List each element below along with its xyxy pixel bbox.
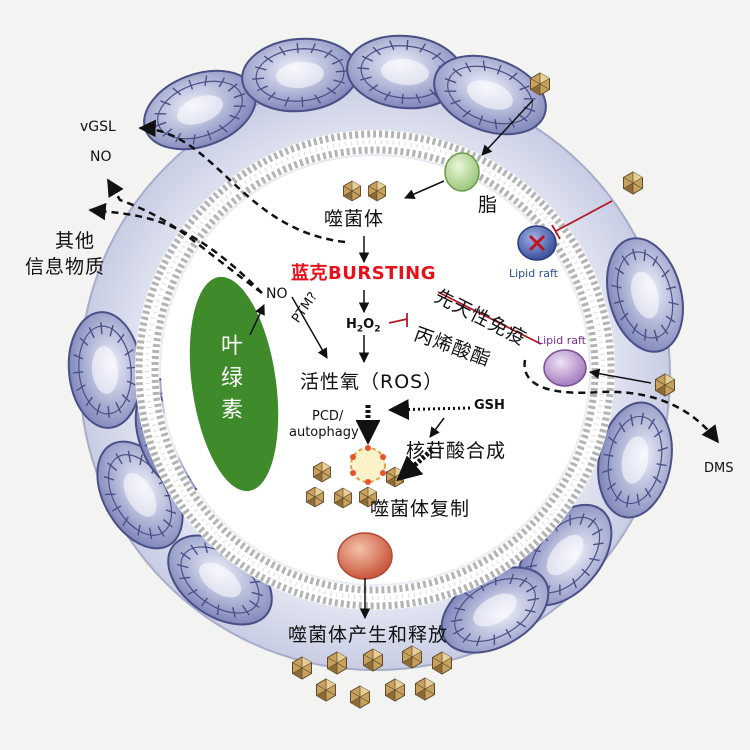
label-ros: 活性氧（ROS） bbox=[300, 371, 444, 393]
label-lipid-raft-top: Lipid raft bbox=[509, 267, 558, 280]
label-other-signals-line1: 其他 bbox=[55, 230, 96, 252]
gsh-arrow bbox=[387, 399, 471, 421]
label-no-top: NO bbox=[90, 149, 112, 165]
label-nucleotide-synthesis: 核苷酸合成 bbox=[406, 440, 507, 462]
solid-arrows bbox=[249, 99, 652, 620]
capsid-assembly bbox=[350, 445, 386, 485]
label-lipid-raft-mid: Lipid raft bbox=[537, 334, 586, 347]
lipid-raft-purple bbox=[543, 349, 587, 387]
label-dms: DMS bbox=[704, 461, 734, 476]
cytoplasm bbox=[161, 156, 589, 584]
label-chlorophyll-3: 素 bbox=[221, 398, 244, 423]
label-gsh: GSH bbox=[474, 398, 505, 413]
label-vgsl: vGSL bbox=[80, 119, 116, 135]
label-phage: 噬菌体 bbox=[324, 208, 385, 230]
lipid-vesicle bbox=[444, 152, 480, 192]
chlorophyll-body bbox=[189, 276, 279, 492]
label-chlorophyll-1: 叶 bbox=[221, 334, 244, 359]
dashed-arrows bbox=[88, 119, 720, 444]
release-vesicle bbox=[337, 532, 393, 580]
label-chlorophyll-2: 绿 bbox=[221, 366, 244, 391]
label-no-mid: NO bbox=[266, 286, 288, 302]
inhibit-x-icon bbox=[528, 234, 546, 252]
label-bursting: 蓝克BURSTING bbox=[291, 263, 436, 284]
label-h2o2: H2O2 bbox=[346, 317, 381, 335]
label-other-signals-line2: 信息物质 bbox=[25, 256, 106, 278]
label-autophagy: autophagy bbox=[289, 425, 359, 440]
replication-arrow bbox=[396, 448, 434, 482]
label-pcd: PCD/ bbox=[312, 409, 344, 424]
label-phage-release: 噬菌体产生和释放 bbox=[288, 624, 449, 646]
inhibit-lines bbox=[388, 200, 613, 345]
label-phage-replication: 噬菌体复制 bbox=[370, 498, 471, 520]
label-lipid: 脂 bbox=[478, 194, 499, 216]
